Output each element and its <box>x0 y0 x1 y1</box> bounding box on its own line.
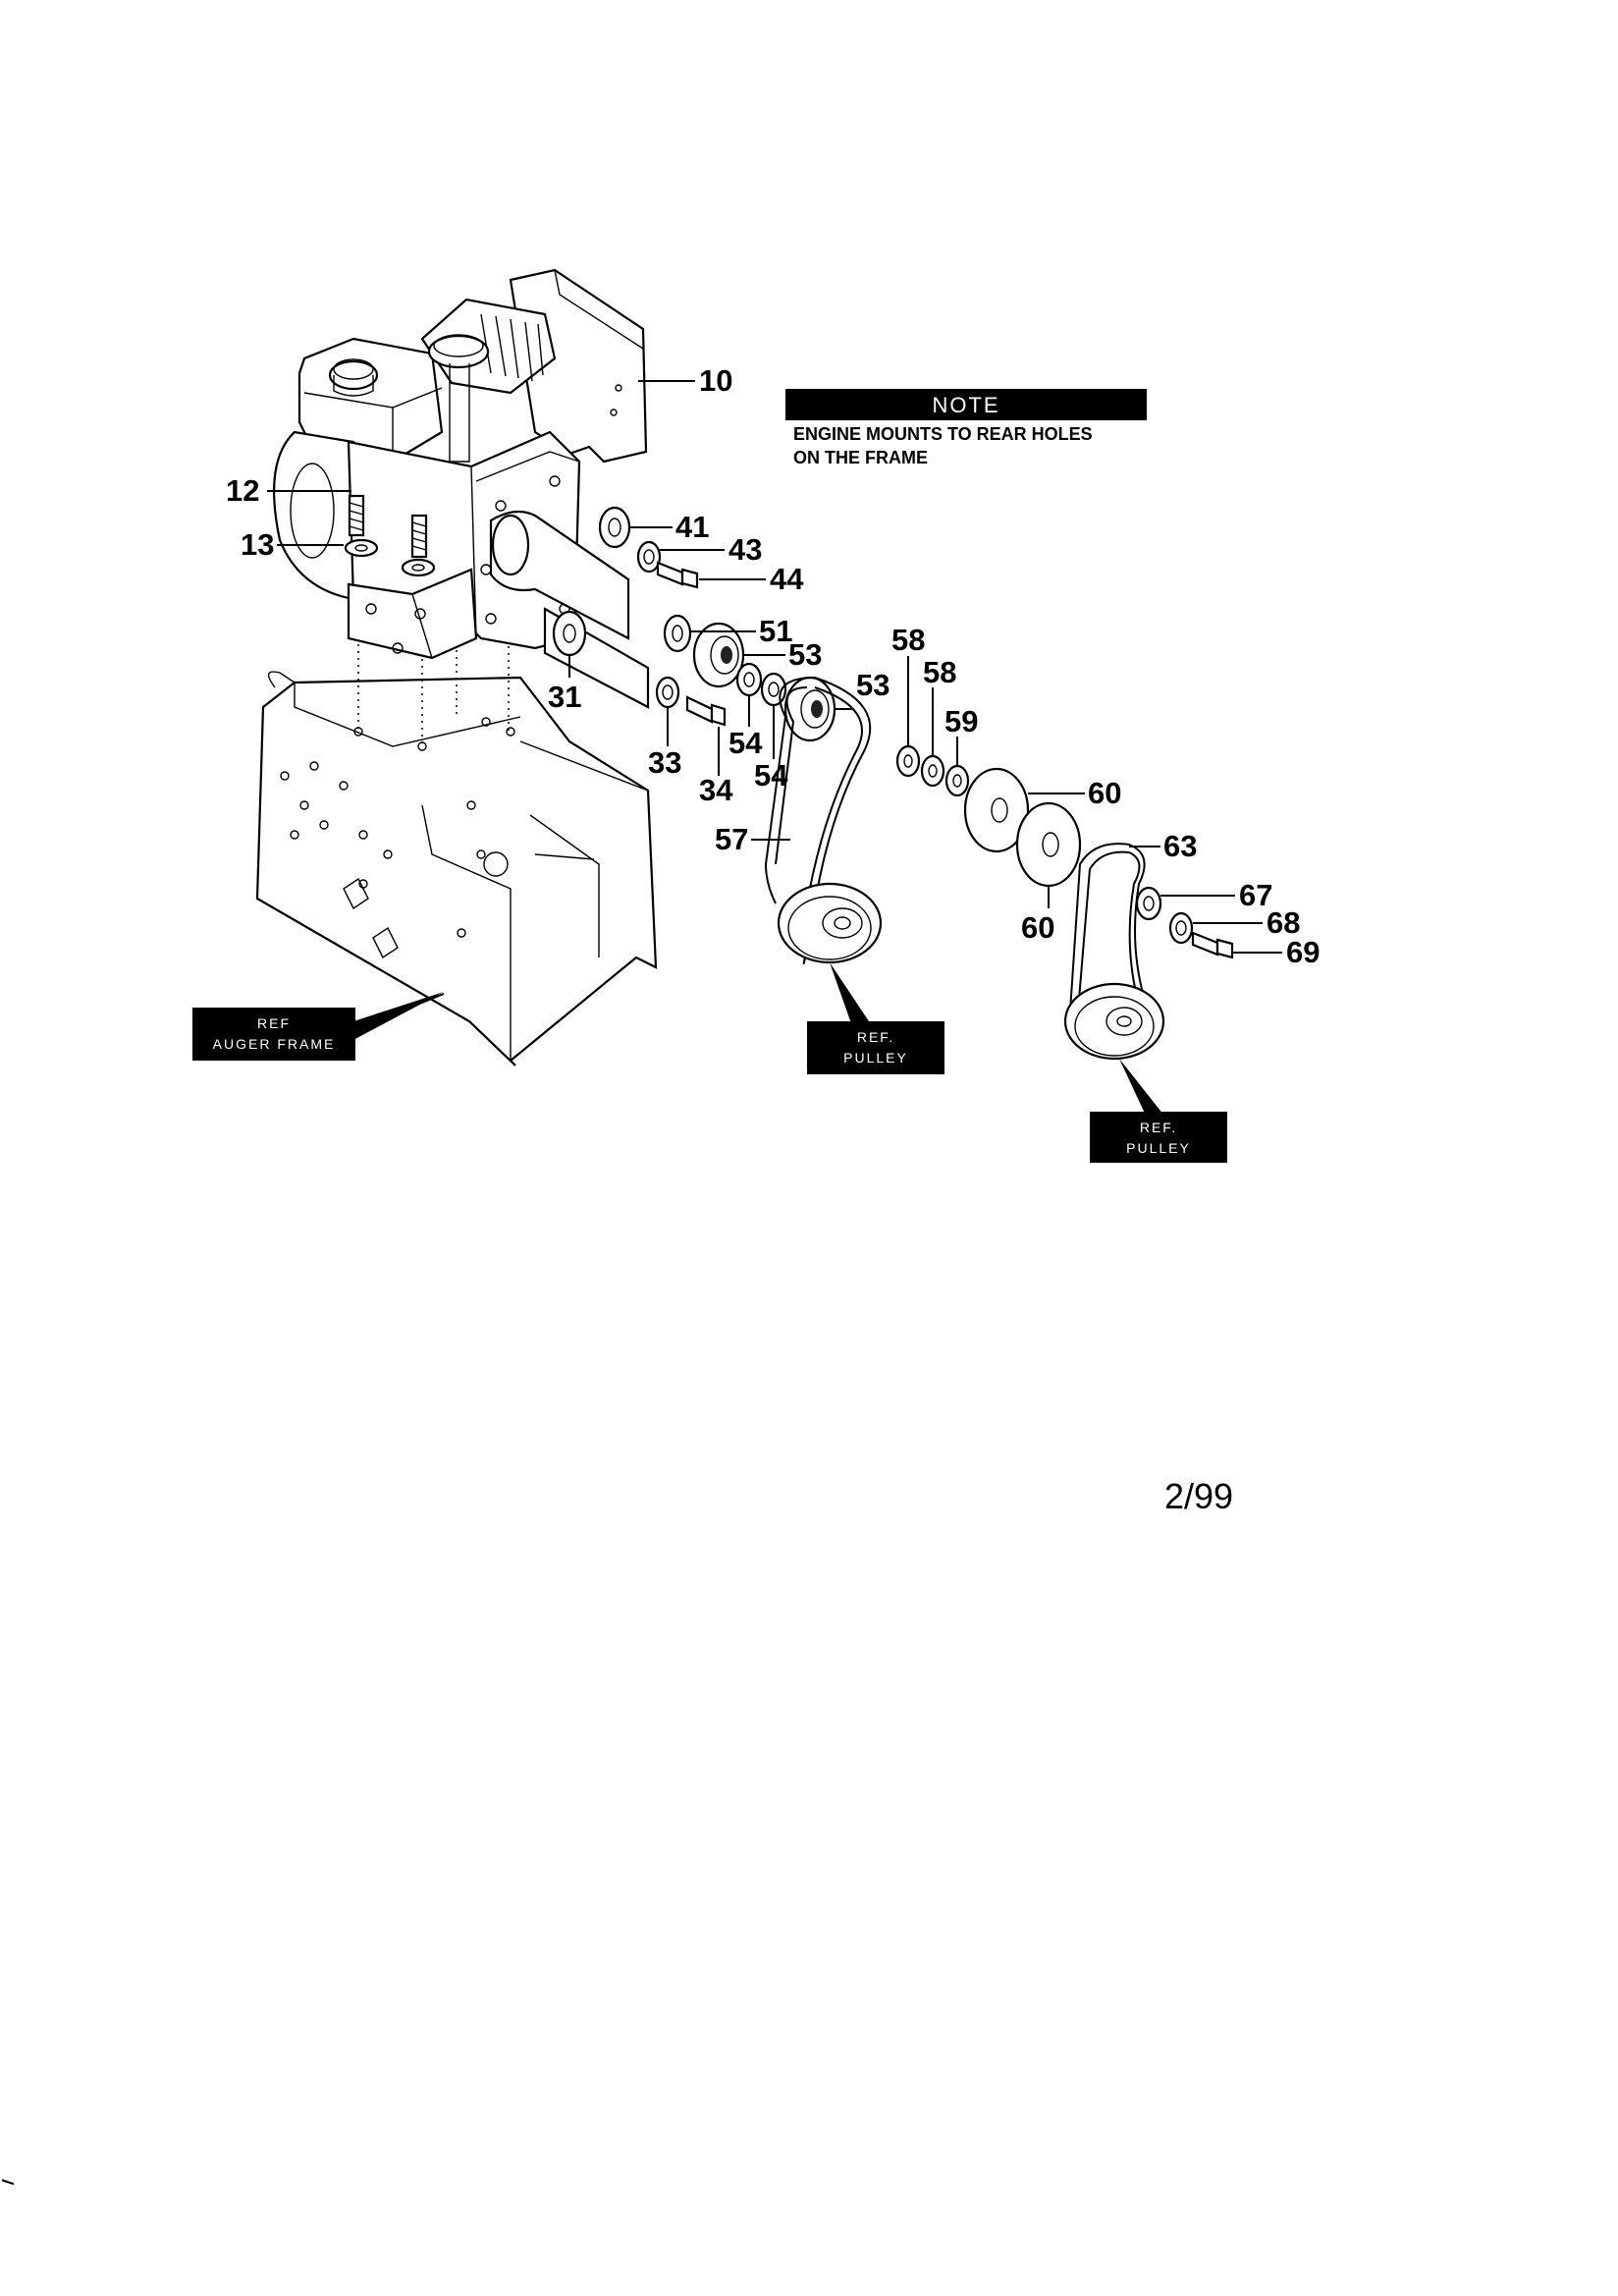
engine <box>273 268 650 709</box>
note-box: NOTE ENGINE MOUNTS TO REAR HOLES ON THE … <box>785 389 1147 467</box>
callout-12: 12 <box>226 473 259 508</box>
callout-53-a: 53 <box>788 637 822 672</box>
callout-labels: 10 12 13 41 43 44 51 53 31 33 34 54 54 5… <box>226 363 1320 969</box>
ref-auger-frame-line-2: AUGER FRAME <box>213 1036 336 1052</box>
note-line-1: ENGINE MOUNTS TO REAR HOLES <box>793 424 1093 444</box>
callout-58-b: 58 <box>923 655 956 689</box>
callout-69: 69 <box>1286 935 1320 969</box>
shaft-hardware <box>552 506 1234 959</box>
note-heading: NOTE <box>932 393 999 417</box>
drive-belt-63 <box>1063 843 1165 1061</box>
ref-pulley-b-line-2: PULLEY <box>1126 1140 1191 1156</box>
note-line-2: ON THE FRAME <box>793 448 928 467</box>
callout-57: 57 <box>715 822 748 856</box>
ref-pulley-a-line-2: PULLEY <box>843 1050 908 1066</box>
date-code: 2/99 <box>1164 1476 1233 1516</box>
callout-51: 51 <box>759 614 792 648</box>
callout-59: 59 <box>944 704 978 738</box>
scan-mark <box>1 2179 15 2185</box>
callout-33: 33 <box>648 745 681 780</box>
leader-lines <box>267 380 1282 954</box>
ref-auger-frame-line-1: REF <box>257 1015 291 1031</box>
callout-44: 44 <box>770 562 804 596</box>
callout-10: 10 <box>699 363 732 398</box>
callout-68: 68 <box>1267 905 1300 940</box>
ref-auger-frame-label: REF AUGER FRAME <box>192 992 445 1061</box>
callout-53-b: 53 <box>856 668 890 702</box>
callout-67: 67 <box>1239 878 1272 912</box>
callout-54-a: 54 <box>728 726 763 760</box>
callout-31: 31 <box>548 680 581 714</box>
callout-63: 63 <box>1163 829 1197 863</box>
callout-60-a: 60 <box>1088 776 1121 810</box>
drive-belt-57 <box>764 677 883 964</box>
callout-13: 13 <box>241 527 274 562</box>
callout-60-b: 60 <box>1021 910 1054 945</box>
callout-41: 41 <box>675 510 709 544</box>
callout-58-a: 58 <box>891 623 925 657</box>
ref-pulley-label-a: REF. PULLEY <box>807 962 944 1074</box>
auger-frame <box>255 619 658 1066</box>
callout-34: 34 <box>699 773 733 807</box>
callout-54-b: 54 <box>754 758 788 793</box>
callout-43: 43 <box>728 532 762 567</box>
ref-pulley-b-line-1: REF. <box>1140 1120 1177 1135</box>
ref-pulley-label-b: REF. PULLEY <box>1090 1059 1227 1163</box>
note-heading-bar <box>785 389 1147 420</box>
ref-pulley-a-line-1: REF. <box>857 1029 894 1045</box>
